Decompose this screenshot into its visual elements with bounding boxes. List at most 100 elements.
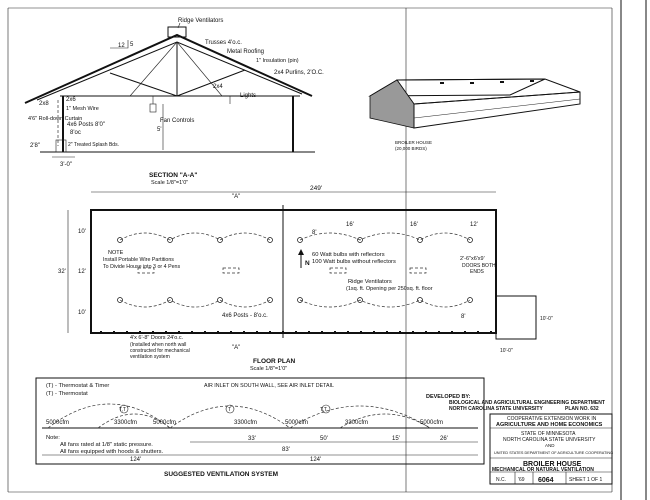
label-pitch-12: 12 (118, 43, 125, 49)
dim-10-bottom: 10' (78, 310, 86, 316)
wall-post (464, 331, 466, 333)
vent-note-2: All fans equipped with hoods & shutters. (60, 449, 164, 455)
light-fixture (267, 237, 273, 243)
label-mesh-wire: 1" Mesh Wire (66, 106, 99, 112)
overall-length: 249' (310, 185, 322, 192)
north-label: N (305, 260, 310, 267)
wall-post (100, 331, 102, 333)
label-2x4: 2x4 (213, 84, 223, 90)
wall-post (178, 331, 180, 333)
note-label: NOTE (108, 250, 124, 256)
roof-outline (24, 33, 313, 104)
light-fixture (467, 297, 473, 303)
ridge-ventilator-plan-3 (329, 267, 347, 274)
wall-post (425, 209, 427, 211)
coop-line-1: COOPERATIVE EXTENSION WORK IN (507, 416, 597, 422)
section-scale: Scale 1/8"=1'0" (151, 180, 188, 186)
wall-post (308, 209, 310, 211)
ridge-ventilator-plan-2 (222, 267, 240, 274)
title-block: COOPERATIVE EXTENSION WORK IN AGRICULTUR… (489, 413, 613, 485)
light-fixture (117, 297, 123, 303)
wall-post (386, 209, 388, 211)
nc-cell: N.C. (496, 477, 506, 483)
wall-post (347, 331, 349, 333)
ridge-ventilator-plan-4 (409, 267, 427, 274)
tt-3: T,T (320, 407, 327, 413)
wall-post (152, 209, 154, 211)
airflow-arc-3 (289, 405, 431, 429)
light-fixture (167, 297, 173, 303)
wall-post (165, 331, 167, 333)
wall-post (438, 331, 440, 333)
label-2-8: 2'8" (30, 143, 40, 149)
wall-post (217, 331, 219, 333)
wall-post (217, 209, 219, 211)
developed-plan-no: PLAN NO. 632 (565, 406, 599, 412)
wall-post (139, 209, 141, 211)
wall-post (360, 331, 362, 333)
air-inlet-note: AIR INLET ON SOUTH WALL, SEE AIR INLET D… (204, 383, 334, 389)
plan-name: BROILER HOUSE (523, 461, 582, 468)
leader-ridge (177, 22, 181, 29)
wall-post (295, 209, 297, 211)
note-line-1: Install Portable Wire Partitions (103, 257, 174, 263)
dim-33: 33' (248, 436, 256, 442)
and-line: AND (545, 443, 555, 448)
light-circuit-bottom-1 (119, 299, 271, 308)
doors-note-4: ventilation system (130, 354, 170, 360)
label-posts: 4x6 Posts 8'0" (67, 122, 105, 128)
light-fixture (417, 297, 423, 303)
ridge-plan-2: (1sq. ft. Opening per 250sq. ft. floor (346, 286, 433, 292)
vent-frame (35, 377, 485, 465)
tt-1: T,T (119, 407, 126, 413)
label-trusses: Trusses 4'o.c. (205, 40, 242, 46)
perspective-ventilator-1 (440, 82, 444, 84)
section-a-a: Ridge Ventilators Trusses 4'o.c. Metal R… (24, 18, 324, 186)
bulbs-line-2: 100 Watt bulbs without reflectors (312, 259, 396, 265)
doors-note-2: (Installed when north wall (130, 342, 186, 348)
end-doors-2: DOORS BOTH (462, 263, 496, 269)
thermostat-1 (119, 404, 129, 414)
wall-post (477, 331, 479, 333)
light-fixture (167, 237, 173, 243)
dim-12: 12' (78, 269, 86, 275)
light-fixture (217, 237, 223, 243)
wall-post (399, 209, 401, 211)
plan-subtitle: MECHANICAL OR NATURAL VENTILATION (492, 467, 594, 473)
thermostat-3 (321, 404, 331, 414)
wall-post (282, 209, 284, 211)
wall-post (490, 209, 492, 211)
wall-post (269, 331, 271, 333)
dim-50: 50' (320, 436, 328, 442)
wall-post (243, 331, 245, 333)
dim-16a: 16' (346, 222, 354, 228)
perspective-side-wall (413, 91, 581, 129)
truss-web-2 (109, 72, 178, 97)
wall-post (282, 331, 284, 333)
developed-line-3: NORTH CAROLINA STATE UNIVERSITY (449, 406, 543, 412)
wall-post (295, 331, 297, 333)
ridge-plan-1: Ridge Ventilators (348, 279, 392, 285)
annex (495, 295, 537, 340)
light-circuit-top-1 (119, 232, 271, 241)
splash-board (55, 139, 67, 153)
annex-dim-2: 10'-0" (500, 348, 513, 354)
wall-post (113, 209, 115, 211)
wall-post (230, 331, 232, 333)
label-metal-roofing: Metal Roofing (227, 49, 264, 55)
ridge-ventilator (167, 26, 187, 38)
vent-title: SUGGESTED VENTILATION SYSTEM (164, 471, 278, 478)
light-fixture (417, 237, 423, 243)
light-fixture (267, 297, 273, 303)
wall-post (347, 209, 349, 211)
dim-26: 26' (440, 436, 448, 442)
dim-83: 83' (282, 447, 290, 453)
legend-thermostat: (T) - Thermostat (46, 391, 88, 397)
label-purlins: 2x4 Purlins, 2'O.C. (274, 70, 324, 76)
bulbs-line-1: 60 Watt bulbs with reflectors (312, 252, 385, 258)
perspective-ventilator-3 (500, 81, 504, 83)
ventilation-system: (T) - Thermostat & Timer (T) - Thermosta… (35, 377, 485, 478)
wall-post (113, 331, 115, 333)
